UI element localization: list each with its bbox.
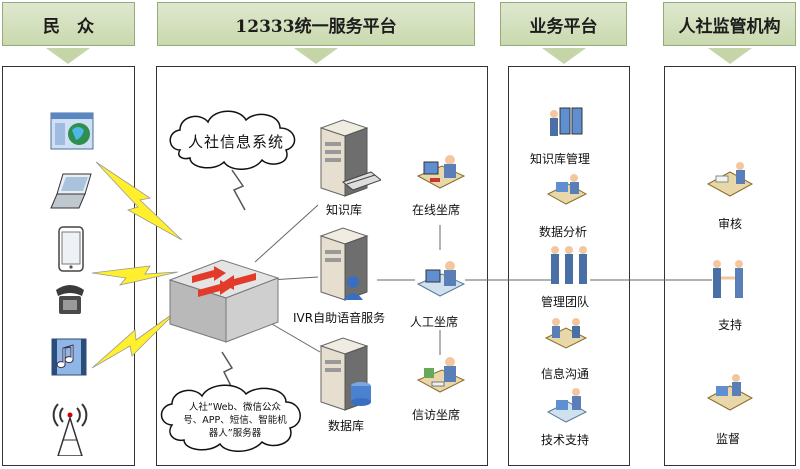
web-browser-icon: [50, 112, 94, 154]
technical-support-icon: [546, 384, 588, 432]
database-server-icon: [317, 336, 381, 416]
online-seat-label: 在线坐席: [412, 203, 461, 217]
lightning-bolt-2: [91, 265, 179, 286]
header-business-label: 业务平台: [529, 16, 598, 37]
network-switch-icon: [168, 240, 280, 348]
zigzag-channel-link: [221, 351, 235, 393]
regulator-item-1: 支持: [718, 318, 743, 332]
knowledge-server-icon: [317, 118, 383, 202]
business-item-3: 信息沟通: [541, 367, 590, 381]
header-business: 业务平台: [500, 2, 627, 46]
lightning-bolt-1: [95, 161, 183, 241]
manual-seat-label: 人工坐席: [410, 315, 459, 329]
business-item-1: 数据分析: [539, 225, 588, 239]
business-item-0: 知识库管理: [530, 152, 591, 166]
channels-cloud: [160, 384, 301, 452]
lightning-bolt-3: [91, 309, 179, 369]
radio-tower-icon: [48, 396, 92, 460]
info-system-cloud: [169, 110, 296, 170]
header-regulator: 人社监管机构: [663, 2, 796, 46]
knowledge-management-icon: [546, 104, 586, 148]
info-system-cloud-label: 人社信息系统: [188, 133, 285, 151]
arrow-regulator: [708, 48, 752, 64]
media-icon: [51, 338, 87, 380]
petition-seat-icon: [416, 352, 466, 402]
header-platform: 12333统一服务平台: [157, 2, 475, 46]
database-server-label: 数据库: [328, 419, 365, 433]
ivr-server-label: IVR自助语音服务: [293, 311, 386, 325]
smartphone-icon: [58, 226, 84, 276]
supervision-icon: [706, 370, 754, 418]
manual-seat-icon: [416, 256, 466, 306]
header-platform-label: 12333统一服务平台: [235, 16, 397, 37]
header-regulator-label: 人社监管机构: [678, 16, 781, 37]
management-team-icon: [547, 244, 591, 292]
link-switch-db: [264, 319, 321, 353]
review-icon: [706, 158, 754, 204]
business-item-4: 技术支持: [541, 433, 590, 447]
header-public-label: 民 众: [43, 16, 94, 37]
header-public: 民 众: [2, 2, 135, 46]
ivr-server-icon: [317, 226, 381, 306]
link-switch-knowledge: [254, 204, 319, 263]
arrow-public: [46, 48, 90, 64]
zigzag-cloud-link: [231, 169, 246, 211]
arrow-business: [542, 48, 586, 64]
regulator-item-0: 审核: [718, 217, 743, 231]
telephone-icon: [52, 282, 88, 320]
arrow-platform: [294, 48, 338, 64]
laptop-icon: [49, 172, 95, 216]
information-communication-icon: [544, 314, 588, 358]
data-analysis-icon: [546, 170, 588, 214]
business-item-2: 管理团队: [541, 295, 590, 309]
regulator-item-2: 监督: [716, 432, 741, 446]
online-seat-icon: [416, 150, 466, 198]
support-icon: [707, 258, 751, 306]
knowledge-server-label: 知识库: [326, 203, 363, 217]
channels-cloud-label: 人社“Web、微信公众号、APP、短信、智能机器人”服务器: [183, 402, 287, 439]
petition-seat-label: 信访坐席: [412, 408, 461, 422]
